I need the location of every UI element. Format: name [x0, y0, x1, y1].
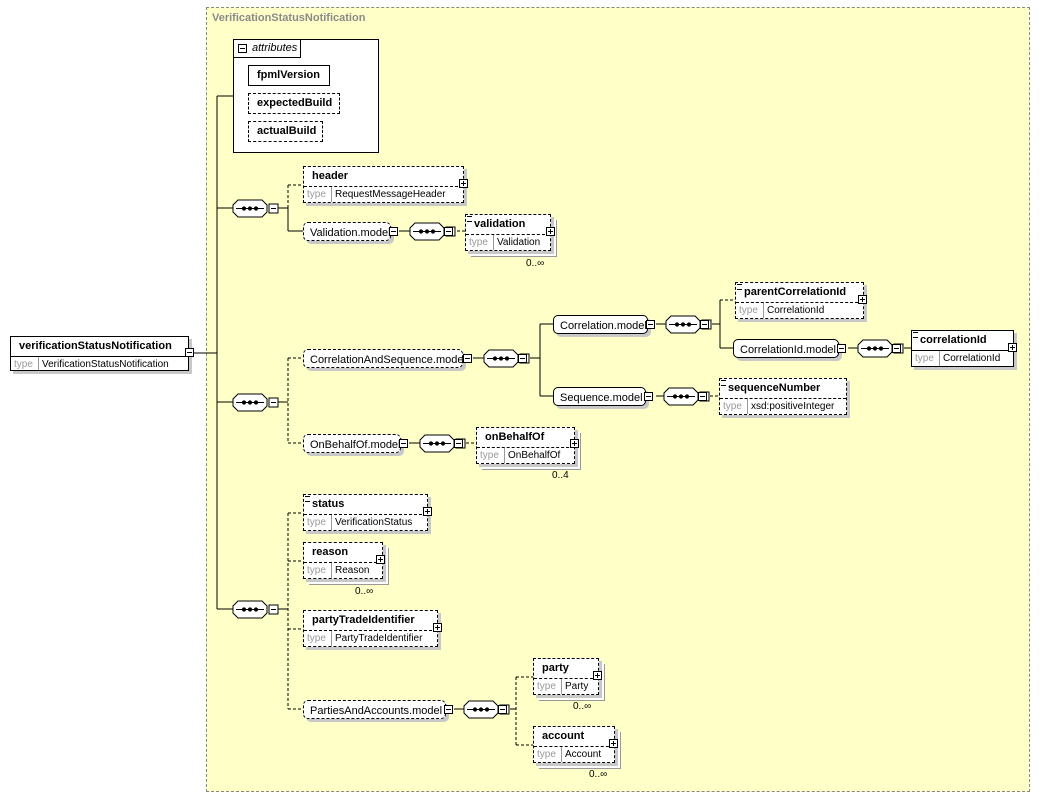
- expand-icon[interactable]: [459, 179, 468, 188]
- sequence-dot: [247, 400, 253, 405]
- element-correlationid[interactable]: correlationId type CorrelationId: [911, 330, 1014, 367]
- element-account[interactable]: account type Account: [533, 726, 615, 763]
- sequence-dot: [424, 229, 430, 234]
- collapse-icon[interactable]: [389, 227, 398, 236]
- collapse-icon[interactable]: [700, 320, 709, 329]
- sequence-dot: [498, 356, 504, 361]
- group-onbehalfof-model[interactable]: OnBehalfOf.model: [303, 434, 401, 453]
- expand-icon[interactable]: [858, 295, 867, 304]
- collapse-icon[interactable]: [444, 705, 453, 714]
- documentation-icon: [913, 332, 918, 338]
- sequence-dot: [866, 346, 872, 351]
- collapse-icon[interactable]: [238, 44, 247, 53]
- group-correlation-model[interactable]: Correlation.model: [553, 315, 648, 334]
- documentation-icon: [467, 216, 472, 222]
- sequence-dot: [878, 346, 884, 351]
- sequence-dot: [253, 400, 259, 405]
- occurrence-label: 0..∞: [589, 769, 608, 780]
- collapse-icon[interactable]: [185, 348, 194, 357]
- collapse-icon[interactable]: [644, 392, 653, 401]
- sequence-dot: [872, 346, 878, 351]
- expand-icon[interactable]: [433, 623, 442, 632]
- sequence-dot: [247, 607, 253, 612]
- documentation-icon: [305, 496, 310, 502]
- element-parentcorrelationid[interactable]: parentCorrelationId type CorrelationId: [735, 282, 864, 319]
- collapse-icon[interactable]: [837, 344, 846, 353]
- sequence-dot: [241, 400, 247, 405]
- group-validation-model[interactable]: Validation.model: [303, 222, 391, 241]
- element-reason[interactable]: reason type Reason: [303, 542, 383, 579]
- occurrence-label: 0..∞: [573, 701, 592, 712]
- sequence-dot: [504, 356, 510, 361]
- group-correlation-and-sequence-model[interactable]: CorrelationAndSequence.model: [303, 349, 466, 368]
- sequence-dot: [430, 229, 436, 234]
- group-correlationid-model[interactable]: CorrelationId.model: [733, 339, 839, 358]
- expand-icon[interactable]: [593, 671, 602, 680]
- element-partytradeidentifier[interactable]: partyTradeIdentifier type PartyTradeIden…: [303, 610, 438, 647]
- group-partiesandaccounts-model[interactable]: PartiesAndAccounts.model: [303, 700, 446, 719]
- sequence-dot: [492, 356, 498, 361]
- attribute-expectedbuild[interactable]: expectedBuild: [248, 93, 340, 114]
- sequence-dot: [241, 607, 247, 612]
- element-party[interactable]: party type Party: [533, 658, 599, 695]
- root-element-type: VerificationStatusNotification: [42, 359, 169, 370]
- expand-icon[interactable]: [423, 507, 432, 516]
- element-validation[interactable]: validation type Validation: [465, 214, 551, 251]
- occurrence-label: 0..∞: [526, 258, 545, 269]
- sequence-dot: [472, 707, 478, 712]
- element-onbehalfof[interactable]: onBehalfOf type OnBehalfOf: [476, 427, 575, 464]
- collapse-icon[interactable]: [463, 354, 472, 363]
- expand-icon[interactable]: [609, 739, 618, 748]
- collapse-icon[interactable]: [518, 354, 527, 363]
- panel-title: VerificationStatusNotification: [212, 12, 366, 24]
- documentation-icon: [737, 284, 742, 290]
- sequence-dot: [418, 229, 424, 234]
- expand-icon[interactable]: [546, 227, 555, 236]
- sequence-dot: [440, 441, 446, 446]
- type-label: type: [14, 359, 33, 370]
- collapse-icon[interactable]: [646, 320, 655, 329]
- group-sequence-model[interactable]: Sequence.model: [553, 387, 646, 406]
- expand-icon[interactable]: [570, 439, 579, 448]
- occurrence-label: 0..4: [552, 470, 569, 481]
- sequence-dot: [684, 394, 690, 399]
- sequence-dot: [241, 206, 247, 211]
- sequence-dot: [680, 322, 686, 327]
- expand-icon[interactable]: [376, 555, 385, 564]
- collapse-icon[interactable]: [892, 344, 901, 353]
- element-status[interactable]: status type VerificationStatus: [303, 494, 428, 531]
- sequence-dot: [484, 707, 490, 712]
- sequence-dot: [253, 607, 259, 612]
- collapse-icon[interactable]: [698, 392, 707, 401]
- attributes-label: attributes: [252, 42, 298, 54]
- collapse-icon[interactable]: [399, 439, 408, 448]
- sequence-dot: [428, 441, 434, 446]
- sequence-dot: [674, 322, 680, 327]
- documentation-icon: [721, 380, 726, 386]
- sequence-dot: [686, 322, 692, 327]
- root-element[interactable]: verificationStatusNotification type Veri…: [10, 336, 189, 371]
- sequence-dot: [253, 206, 259, 211]
- attribute-fpmlversion[interactable]: fpmlVersion: [248, 65, 330, 86]
- element-sequencenumber[interactable]: sequenceNumber type xsd:positiveInteger: [719, 378, 847, 415]
- occurrence-label: 0..∞: [355, 586, 374, 597]
- expand-icon[interactable]: [1008, 343, 1017, 352]
- collapse-icon[interactable]: [498, 705, 507, 714]
- sequence-dot: [478, 707, 484, 712]
- sequence-dot: [678, 394, 684, 399]
- collapse-icon[interactable]: [454, 439, 463, 448]
- sequence-dot: [434, 441, 440, 446]
- collapse-icon[interactable]: [444, 227, 453, 236]
- element-header[interactable]: header type RequestMessageHeader: [303, 166, 464, 203]
- sequence-dot: [247, 206, 253, 211]
- attribute-actualbuild[interactable]: actualBuild: [248, 121, 323, 142]
- sequence-dot: [672, 394, 678, 399]
- root-element-name: verificationStatusNotification: [19, 340, 172, 352]
